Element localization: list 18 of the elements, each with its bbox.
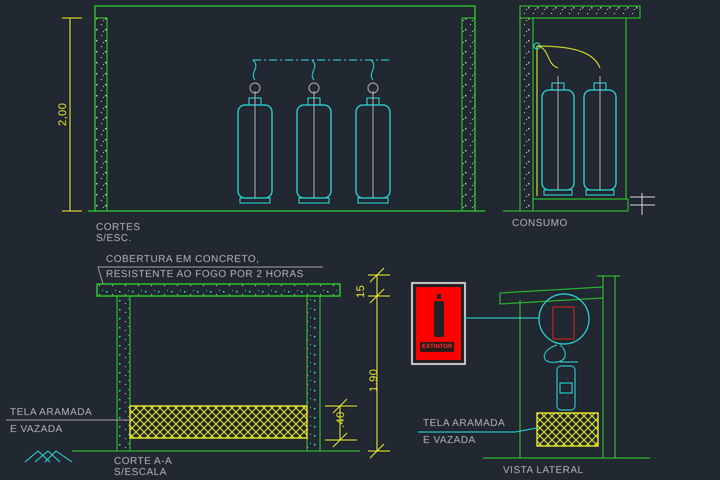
extinguisher-sign bbox=[411, 282, 466, 365]
view-title: VISTA LATERAL bbox=[503, 464, 584, 478]
concrete-slab bbox=[96, 283, 341, 297]
wire-mesh-note: TELA ARAMADA E VAZADA bbox=[423, 415, 508, 449]
view-title: CONSUMO bbox=[512, 217, 568, 231]
leader-line bbox=[418, 428, 538, 432]
dimension-text: 15 bbox=[354, 284, 368, 298]
view-title: CORTES bbox=[96, 221, 140, 234]
dimension-text: 2,00 bbox=[56, 102, 70, 126]
fire-resistant-slab-note: COBERTURA EM CONCRETO, RESISTENTE AO FOGO POR 2 HORAS bbox=[106, 252, 326, 282]
detail-circle bbox=[538, 293, 590, 345]
wire-mesh-note: TELA ARAMADA E VAZADA bbox=[10, 404, 95, 438]
scale-note: S/ESCALA bbox=[114, 466, 167, 480]
leader-line bbox=[97, 266, 324, 284]
view-title: CORTE A-A bbox=[114, 455, 172, 468]
wire-mesh-panel bbox=[129, 405, 308, 439]
wire-mesh-panel bbox=[536, 412, 599, 447]
scale-note: S/ESC. bbox=[96, 232, 132, 246]
